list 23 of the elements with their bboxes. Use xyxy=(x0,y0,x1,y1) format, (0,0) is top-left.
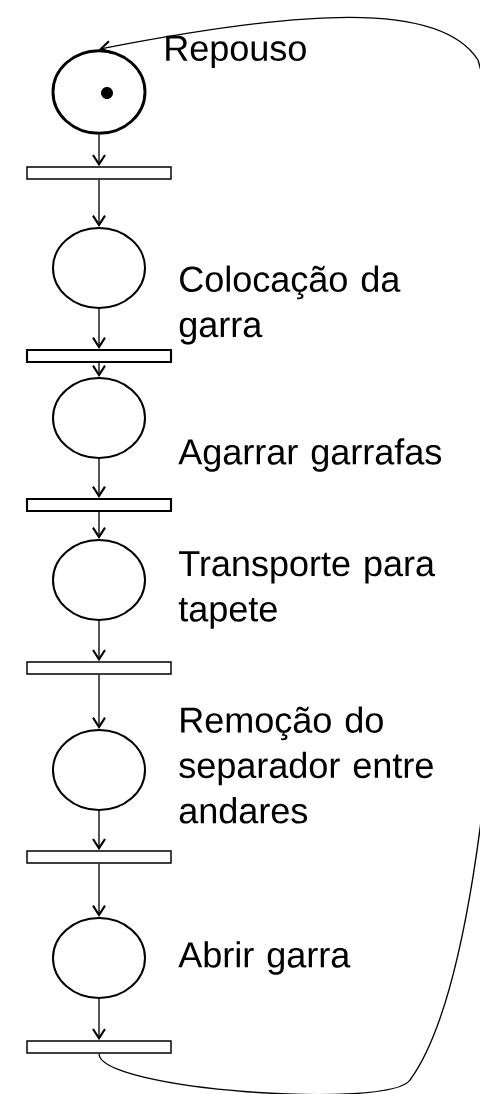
transition-bar xyxy=(26,661,172,675)
place-label: Colocação da garra xyxy=(179,265,401,345)
arrow xyxy=(98,16,480,1094)
place-label: Remoção do separador entre andares xyxy=(179,706,433,824)
transition-bar xyxy=(26,166,172,180)
transition-bar xyxy=(25,348,173,364)
place-label: Transporte para tapete xyxy=(178,551,436,629)
transition-bar xyxy=(26,1040,172,1054)
arrow xyxy=(92,511,106,539)
arrow xyxy=(92,998,106,1041)
arrow xyxy=(92,620,106,662)
arrow xyxy=(92,810,106,851)
arrow xyxy=(92,458,106,498)
arrow xyxy=(92,134,106,167)
place-label: Abrir garra xyxy=(178,941,351,975)
transition-bar xyxy=(25,497,173,513)
arrow xyxy=(92,179,106,227)
arrow xyxy=(92,674,106,729)
place-label: Repouso xyxy=(166,35,306,69)
transition-bar xyxy=(26,850,172,864)
arrow xyxy=(92,308,106,349)
arrow xyxy=(92,863,106,917)
place-label: Agarrar garrafas xyxy=(178,438,442,472)
